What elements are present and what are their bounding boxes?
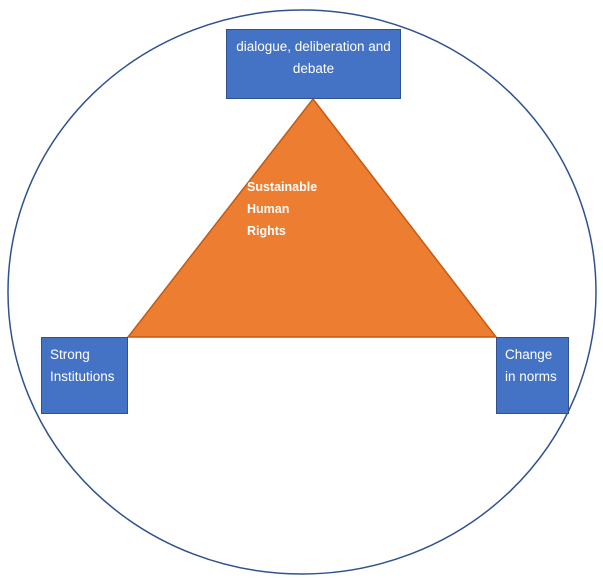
top-box-line-2: debate: [292, 61, 335, 76]
central-triangle: [126, 97, 498, 338]
center-label-line-1: Sustainable: [247, 180, 318, 194]
dialogue-deliberation-debate-box: dialogue, deliberation and debate: [226, 29, 401, 99]
left-box-line-1: Strong: [50, 347, 90, 362]
center-label-line-3: Rights: [247, 224, 286, 238]
sustainable-human-rights-label: Sustainable Human Rights: [247, 176, 317, 242]
right-box-line-1: Change: [505, 347, 553, 362]
outer-circle: [7, 9, 597, 575]
change-in-norms-box: Change in norms: [496, 337, 569, 414]
strong-institutions-box: Strong Institutions: [41, 337, 128, 414]
left-box-line-2: Institutions: [50, 369, 115, 384]
center-label-line-2: Human: [247, 202, 290, 216]
top-box-line-1: dialogue, deliberation and: [236, 39, 391, 54]
right-box-line-2: in norms: [505, 369, 557, 384]
